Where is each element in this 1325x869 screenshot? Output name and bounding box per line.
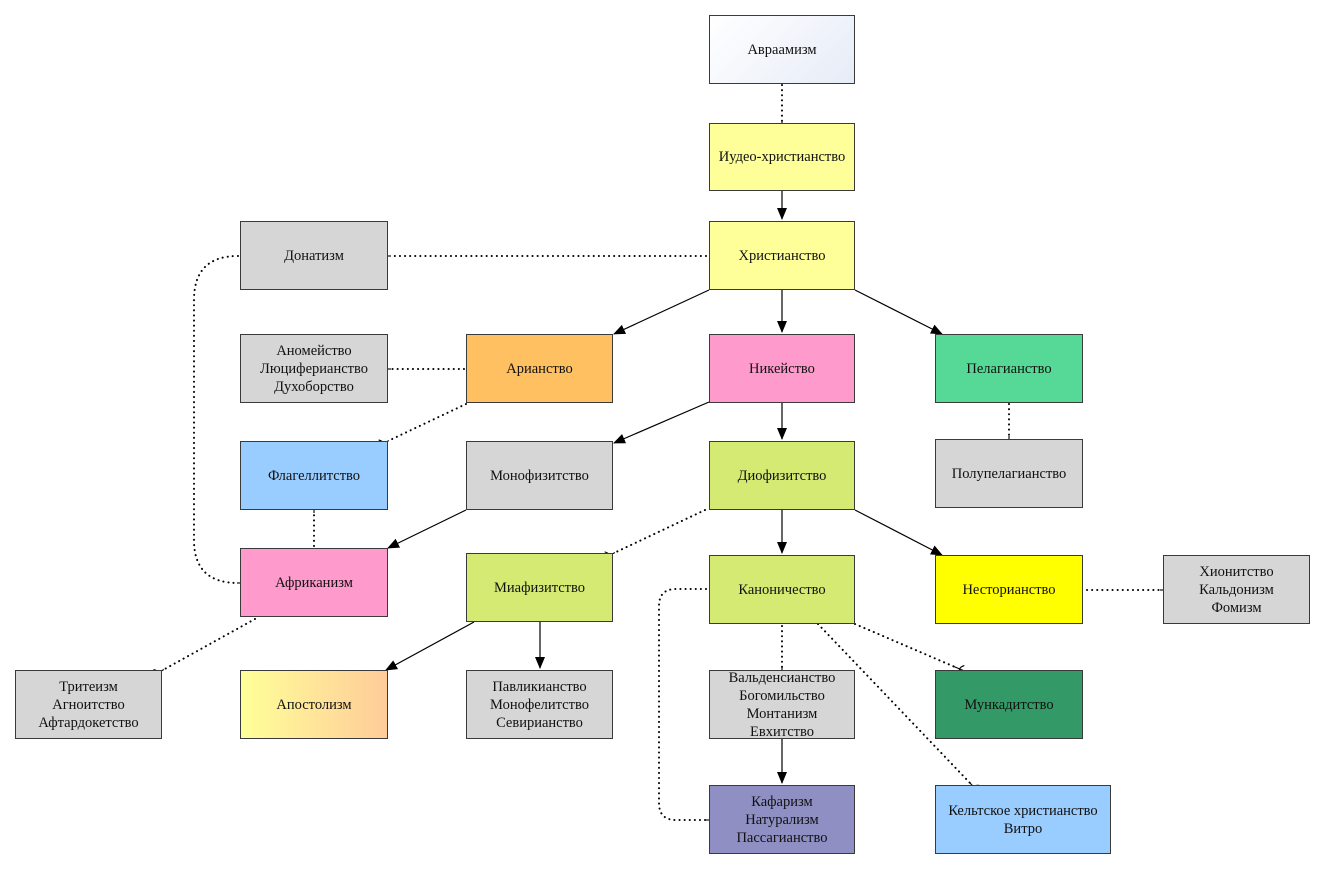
node-nestorianism: Несторианство [935, 555, 1083, 624]
node-celtic-christianity-group: Кельтское христианство Витро [935, 785, 1111, 854]
node-hionitism-group: Хионитство Кальдонизм Фомизм [1163, 555, 1310, 624]
edge-miafiz-apostol [385, 621, 475, 671]
node-dyophysitism: Диофизитство [709, 441, 855, 510]
node-miaphysitism: Миафизитство [466, 553, 613, 622]
node-christianity: Христианство [709, 221, 855, 290]
edge-afrik-triteizm [153, 618, 256, 679]
node-pelagianism: Пелагианство [935, 334, 1083, 403]
node-donatism: Донатизм [240, 221, 388, 290]
edge-kanon-kafar [658, 588, 716, 826]
edge-diofiz-miafiz [604, 509, 706, 562]
node-catharism-group: Кафаризм Натурализм Пассагианство [709, 785, 855, 854]
node-tritheism-group: Тритеизм Агноитство Афтардокетство [15, 670, 162, 739]
edge-hrist-pelag [854, 289, 943, 335]
edge-arian-flagel [378, 403, 467, 450]
node-nicaeanism: Никейство [709, 334, 855, 403]
node-canonicism: Каноничество [709, 555, 855, 624]
node-iudeo-christianity: Иудео-христианство [709, 123, 855, 191]
node-flagellantism: Флагеллитство [240, 441, 388, 510]
node-paulicianism-group: Павликианство Монофелитство Севирианство [466, 670, 613, 739]
node-semi-pelagianism: Полупелагианство [935, 439, 1083, 508]
edge-kanon-munkad [854, 623, 965, 676]
node-arianism: Арианство [466, 334, 613, 403]
edge-hrist-arian [613, 289, 710, 335]
node-apostolism: Апостолизм [240, 670, 388, 739]
node-anomoeanism-group: Аномейство Люциферианство Духоборство [240, 334, 388, 403]
node-avraamizm: Авраамизм [709, 15, 855, 84]
node-waldensianism-group: Вальденсианство Богомильство Монтанизм Е… [709, 670, 855, 740]
edge-monofiz-afrik [387, 509, 467, 549]
edge-diofiz-nestor [854, 509, 943, 556]
node-monophysitism: Монофизитство [466, 441, 613, 510]
node-munkaditism: Мункадитство [935, 670, 1083, 739]
edge-donat-afrik [193, 255, 248, 589]
edge-kanon-kelt [817, 623, 980, 793]
edge-nikei-monofiz [613, 401, 710, 444]
node-africanism: Африканизм [240, 548, 388, 617]
